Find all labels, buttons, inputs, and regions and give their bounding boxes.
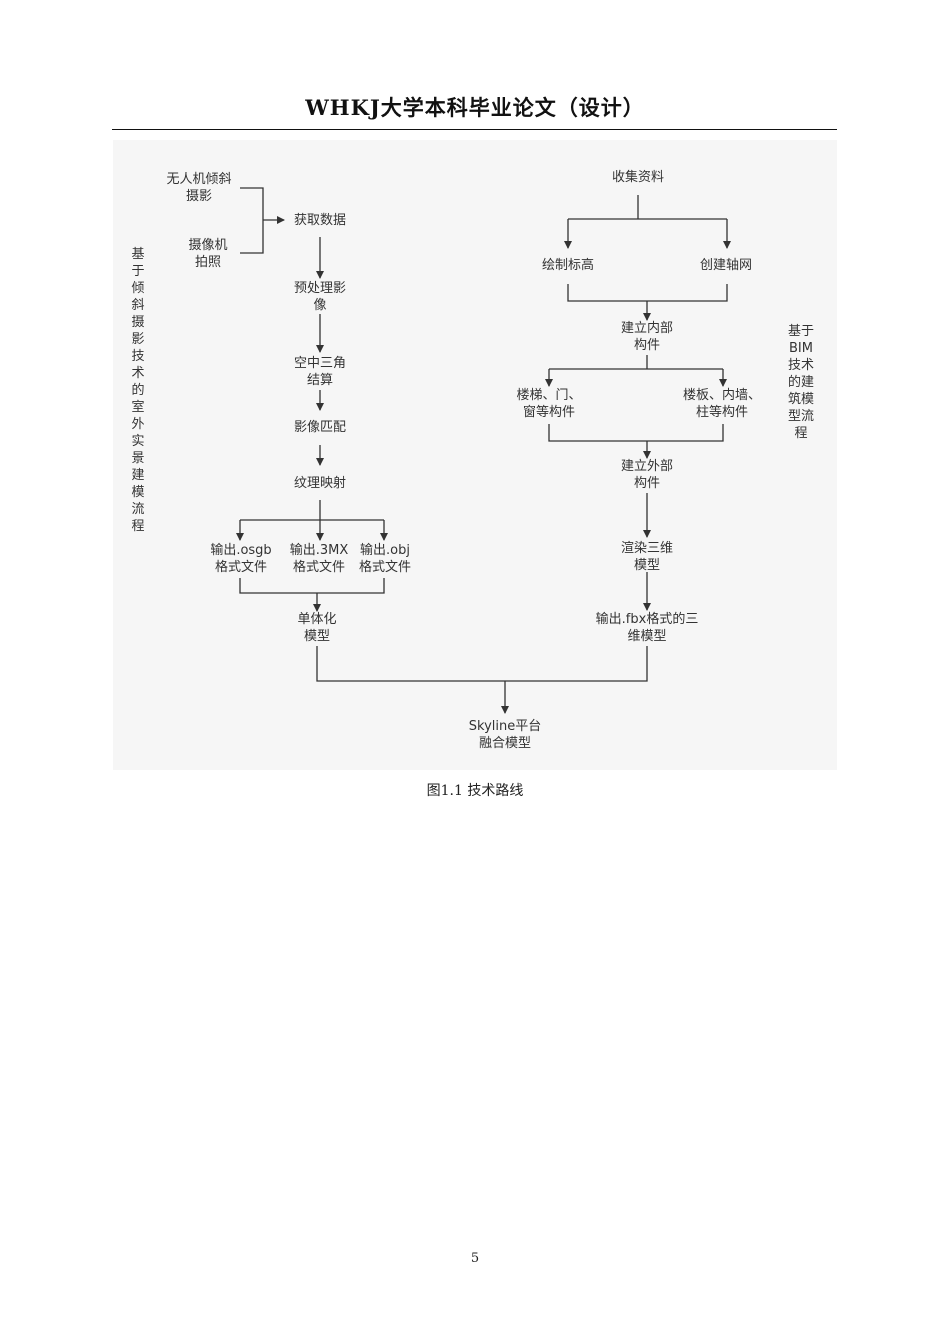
node-draw-elevation: 绘制标高 [541,258,595,273]
node-skyline-fusion: Skyline平台融合模型 [468,719,542,751]
node-uav-oblique: 无人机倾斜摄影 [166,172,232,204]
node-floor-walls: 楼板、内墙、柱等构件 [682,388,762,420]
node-texture-mapping: 纹理映射 [293,476,347,491]
split-interior [549,355,723,370]
node-acquire-data: 获取数据 [293,213,347,228]
page-header: WHKJ大学本科毕业论文（设计） [305,95,645,120]
node-camera-photo: 摄像机拍照 [188,238,228,270]
left-flow-label: 基于倾斜摄影技术的室外实景建模流程 [131,247,145,534]
merge-components [548,424,724,442]
figure-panel [113,140,837,770]
figure-caption: 图1.1 技术路线 [426,783,524,799]
flowchart-connectors [236,187,731,714]
source-bracket [240,187,264,254]
split-outputs [240,500,384,521]
node-collect-data: 收集资料 [611,170,665,185]
node-output-fbx: 输出.fbx格式的三维模型 [595,612,699,644]
node-build-interior: 建立内部构件 [620,321,674,353]
node-create-axis: 创建轴网 [699,258,753,273]
right-flow-label: 基于BIM技术的建筑模型流程 [787,324,814,441]
node-aerial-triangulation: 空中三角结算 [293,356,347,388]
node-build-exterior: 建立外部构件 [620,459,674,491]
header-divider [112,129,837,130]
merge-outputs [239,578,385,594]
node-render-3d: 渲染三维模型 [620,541,674,573]
node-image-matching: 影像匹配 [293,420,347,435]
merge-final [316,646,648,682]
node-preprocess: 预处理影像 [293,281,347,313]
node-stairs-doors: 楼梯、门、窗等构件 [516,388,582,420]
node-monomer-model: 单体化模型 [297,612,337,644]
page-number: 5 [470,1251,480,1266]
split-collect [568,195,727,220]
merge-grid [567,284,728,302]
